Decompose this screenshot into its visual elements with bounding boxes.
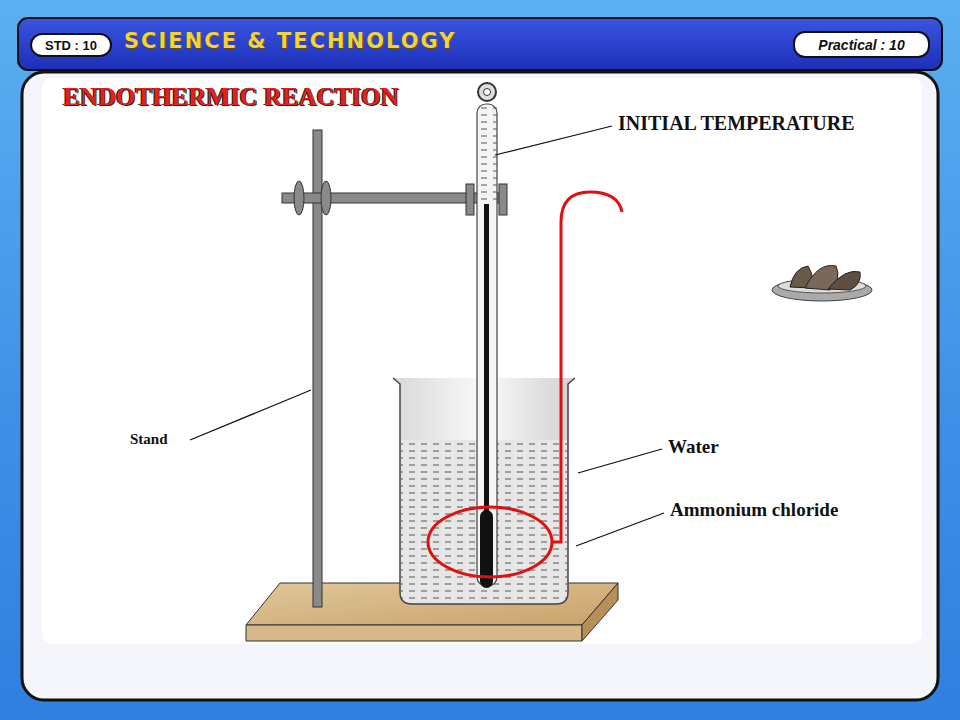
label-badge: STD : 10 [30, 33, 112, 57]
part-label: Water [668, 436, 719, 458]
main-panel [22, 72, 938, 700]
leader-line [578, 449, 662, 473]
base-side [582, 583, 618, 641]
banner-heading: SCIENCE & TECHNOLOGY [124, 29, 457, 53]
clamp-jaw [466, 184, 474, 215]
diagram-title: ENDOTHERMIC REACTION [63, 83, 398, 111]
white-area [42, 78, 922, 644]
clamp-knob [294, 181, 304, 215]
badge-text: Practical : 10 [818, 37, 904, 53]
clamp-knob [321, 181, 331, 215]
salt-lump [828, 271, 860, 290]
label-badge: Practical : 10 [793, 31, 930, 58]
badge-text: STD : 10 [45, 38, 97, 53]
part-label: Ammonium chloride [670, 499, 838, 521]
thermometer-ring [478, 83, 496, 101]
stirrer-loop [428, 507, 552, 577]
leader-line [190, 390, 311, 440]
mercury-column [484, 204, 489, 524]
part-label: INITIAL TEMPERATURE [618, 112, 855, 135]
stirrer-wire [552, 192, 622, 542]
leader-line [576, 513, 664, 546]
base-front [246, 625, 582, 641]
part-label: Stand [130, 431, 168, 448]
thermometer-ring-hole [484, 89, 491, 96]
thermometer-scale [477, 104, 497, 204]
clamp-jaw [499, 184, 507, 215]
title-banner [18, 18, 942, 70]
leader-line [495, 126, 612, 155]
